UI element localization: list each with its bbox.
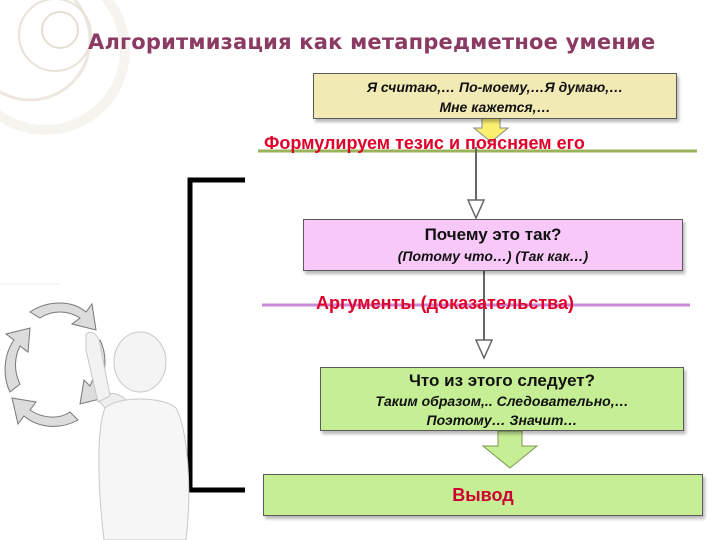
consequence-box: Что из этого следует? Таким образом,.. С…: [320, 367, 684, 431]
person-figure-icon: [85, 331, 190, 540]
thesis-label: Формулируем тезис и поясняем его: [264, 133, 585, 153]
thesis-box: Я считаю,… По-моему,…Я думаю,… Мне кажет…: [313, 73, 677, 119]
thesis-line-2: Мне кажется,…: [439, 99, 551, 115]
consequence-line-2: Таким образом,.. Следовательно,…: [375, 393, 629, 409]
consequence-line-3: Поэтому… Значит…: [426, 412, 578, 428]
decorative-circles-icon: [0, 0, 130, 135]
arrow-down-green-icon: [481, 430, 539, 469]
why-examples: (Потому что…) (Так как…): [397, 248, 589, 264]
arguments-label: Аргументы (доказательства): [316, 293, 575, 313]
bracket-icon: [187, 177, 245, 493]
line-arrow-2: [474, 271, 494, 360]
thesis-line-1: Я считаю,… По-моему,…Я думаю,…: [366, 79, 624, 95]
page-title: Алгоритмизация как метапредметное умение: [88, 30, 656, 54]
consequence-question: Что из этого следует?: [408, 371, 596, 390]
line-arrow-1: [466, 147, 486, 220]
conclusion-box: Вывод: [263, 474, 703, 516]
why-box: Почему это так? (Потому что…) (Так как…): [303, 219, 683, 271]
why-question: Почему это так?: [424, 225, 562, 244]
cycle-arrows-icon: [4, 302, 106, 427]
